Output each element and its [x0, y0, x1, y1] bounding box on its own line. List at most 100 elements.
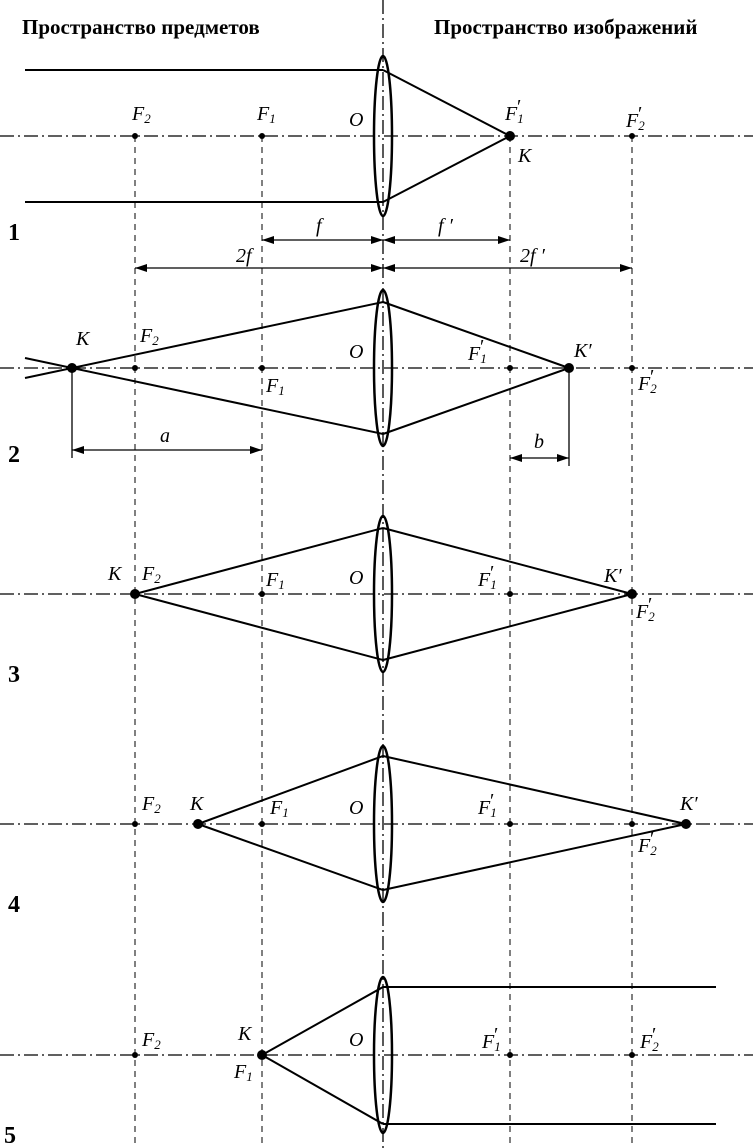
arrowhead	[557, 454, 569, 462]
label-f1-prime: F1′	[481, 1024, 501, 1054]
focus-f1-point	[259, 365, 265, 371]
image-point-k-prime	[681, 819, 691, 829]
label-k-prime: К′	[573, 340, 592, 362]
panel-4: F2 К F1 O F1′ F2′ К′ 4	[0, 744, 753, 918]
label-f1: F1	[233, 1061, 253, 1084]
ray	[382, 367, 570, 435]
ray	[382, 527, 633, 595]
arrowhead	[72, 446, 84, 454]
arrowhead	[498, 236, 510, 244]
focus-f2-prime-point	[629, 133, 635, 139]
label-k: К	[189, 793, 205, 815]
focus-f2-point	[132, 1052, 138, 1058]
ray	[134, 593, 384, 661]
focus-f1-prime-point	[507, 365, 513, 371]
label-f2-prime: F2′	[637, 828, 657, 858]
label-f2: F2	[131, 103, 151, 126]
arrowhead	[620, 264, 632, 272]
label-2f: 2f	[236, 245, 254, 267]
label-f2-prime: F2′	[639, 1024, 659, 1054]
ray	[24, 301, 384, 379]
label-k: К	[75, 328, 91, 350]
label-k: К	[517, 145, 533, 167]
label-o: O	[349, 341, 363, 363]
ray	[382, 301, 570, 369]
object-point-k	[193, 819, 203, 829]
ray	[24, 357, 384, 435]
lens	[372, 288, 394, 448]
arrowhead	[135, 264, 147, 272]
label-f1-prime: F1′	[477, 562, 497, 592]
label-f1: F1	[265, 569, 285, 592]
ray	[382, 135, 511, 203]
focus-f2-prime-point	[629, 821, 635, 827]
panel-3: К F2 F1 O F1′ К′ F2′ 3	[0, 514, 753, 688]
arrowhead	[383, 264, 395, 272]
focus-f1-prime-point	[507, 1052, 513, 1058]
panel-number: 4	[8, 892, 20, 918]
focus-f1-prime-point	[507, 591, 513, 597]
ray	[134, 527, 384, 595]
arrowhead	[383, 236, 395, 244]
panel-number: 5	[4, 1123, 16, 1148]
label-f2: F2	[141, 1029, 161, 1052]
panel-1: F2 F1 O F1′ К F2′ f f ′ 2f 2f ′ 1	[0, 54, 753, 272]
label-b: b	[534, 431, 544, 453]
panel-number: 2	[8, 442, 20, 468]
label-o: O	[349, 109, 363, 131]
lens	[372, 744, 394, 904]
label-o: O	[349, 797, 363, 819]
image-point-k	[505, 131, 515, 141]
lens	[372, 514, 394, 674]
focus-f2-prime-point	[629, 365, 635, 371]
focus-f2-point	[132, 365, 138, 371]
ray	[382, 823, 687, 891]
label-o: O	[349, 567, 363, 589]
label-f1: F1	[256, 103, 276, 126]
panel-5: F2 К F1 O F1′ F2′ 5	[0, 975, 753, 1148]
ray	[261, 986, 384, 1056]
label-f1-prime: F1′	[504, 96, 524, 126]
lens	[372, 975, 394, 1135]
label-f2: F2	[141, 563, 161, 586]
image-space-header: Пространство изображений	[434, 15, 697, 39]
arrowhead	[262, 236, 274, 244]
label-k: К	[237, 1023, 253, 1045]
label-o: O	[349, 1029, 363, 1051]
label-f1: F1	[269, 797, 289, 820]
arrowhead	[510, 454, 522, 462]
label-2f-prime: 2f ′	[520, 245, 546, 267]
arrowhead	[371, 236, 383, 244]
object-point-k	[130, 589, 140, 599]
image-point-k-prime	[627, 589, 637, 599]
focus-f1-prime-point	[507, 821, 513, 827]
ray	[382, 69, 511, 137]
label-f1-prime: F1′	[477, 790, 497, 820]
label-f: f	[316, 215, 324, 237]
label-f2-prime: F2′	[637, 366, 657, 396]
label-f1: F1	[265, 375, 285, 398]
ray	[382, 755, 687, 825]
ray	[197, 755, 384, 825]
object-space-header: Пространство предметов	[22, 15, 260, 39]
focus-f1-point	[259, 133, 265, 139]
focus-f1-point	[259, 821, 265, 827]
label-f1-prime: F1′	[467, 336, 487, 366]
ray	[382, 593, 633, 661]
label-a: a	[160, 425, 170, 447]
focus-f1-point	[259, 591, 265, 597]
focus-f2-point	[132, 821, 138, 827]
label-f-prime: f ′	[438, 215, 454, 237]
panel-number: 3	[8, 662, 20, 688]
lens	[372, 54, 394, 218]
label-k: К	[107, 563, 123, 585]
label-f2-prime: F2′	[635, 594, 655, 624]
label-f2: F2	[141, 793, 161, 816]
ray	[261, 1054, 384, 1125]
panel-number: 1	[8, 220, 20, 246]
panel-2: К F2 F1 O F1′ К′ F2′ a b 2	[0, 288, 753, 468]
ray	[197, 823, 384, 891]
label-k-prime: К′	[603, 565, 622, 587]
focus-f2-point	[132, 133, 138, 139]
